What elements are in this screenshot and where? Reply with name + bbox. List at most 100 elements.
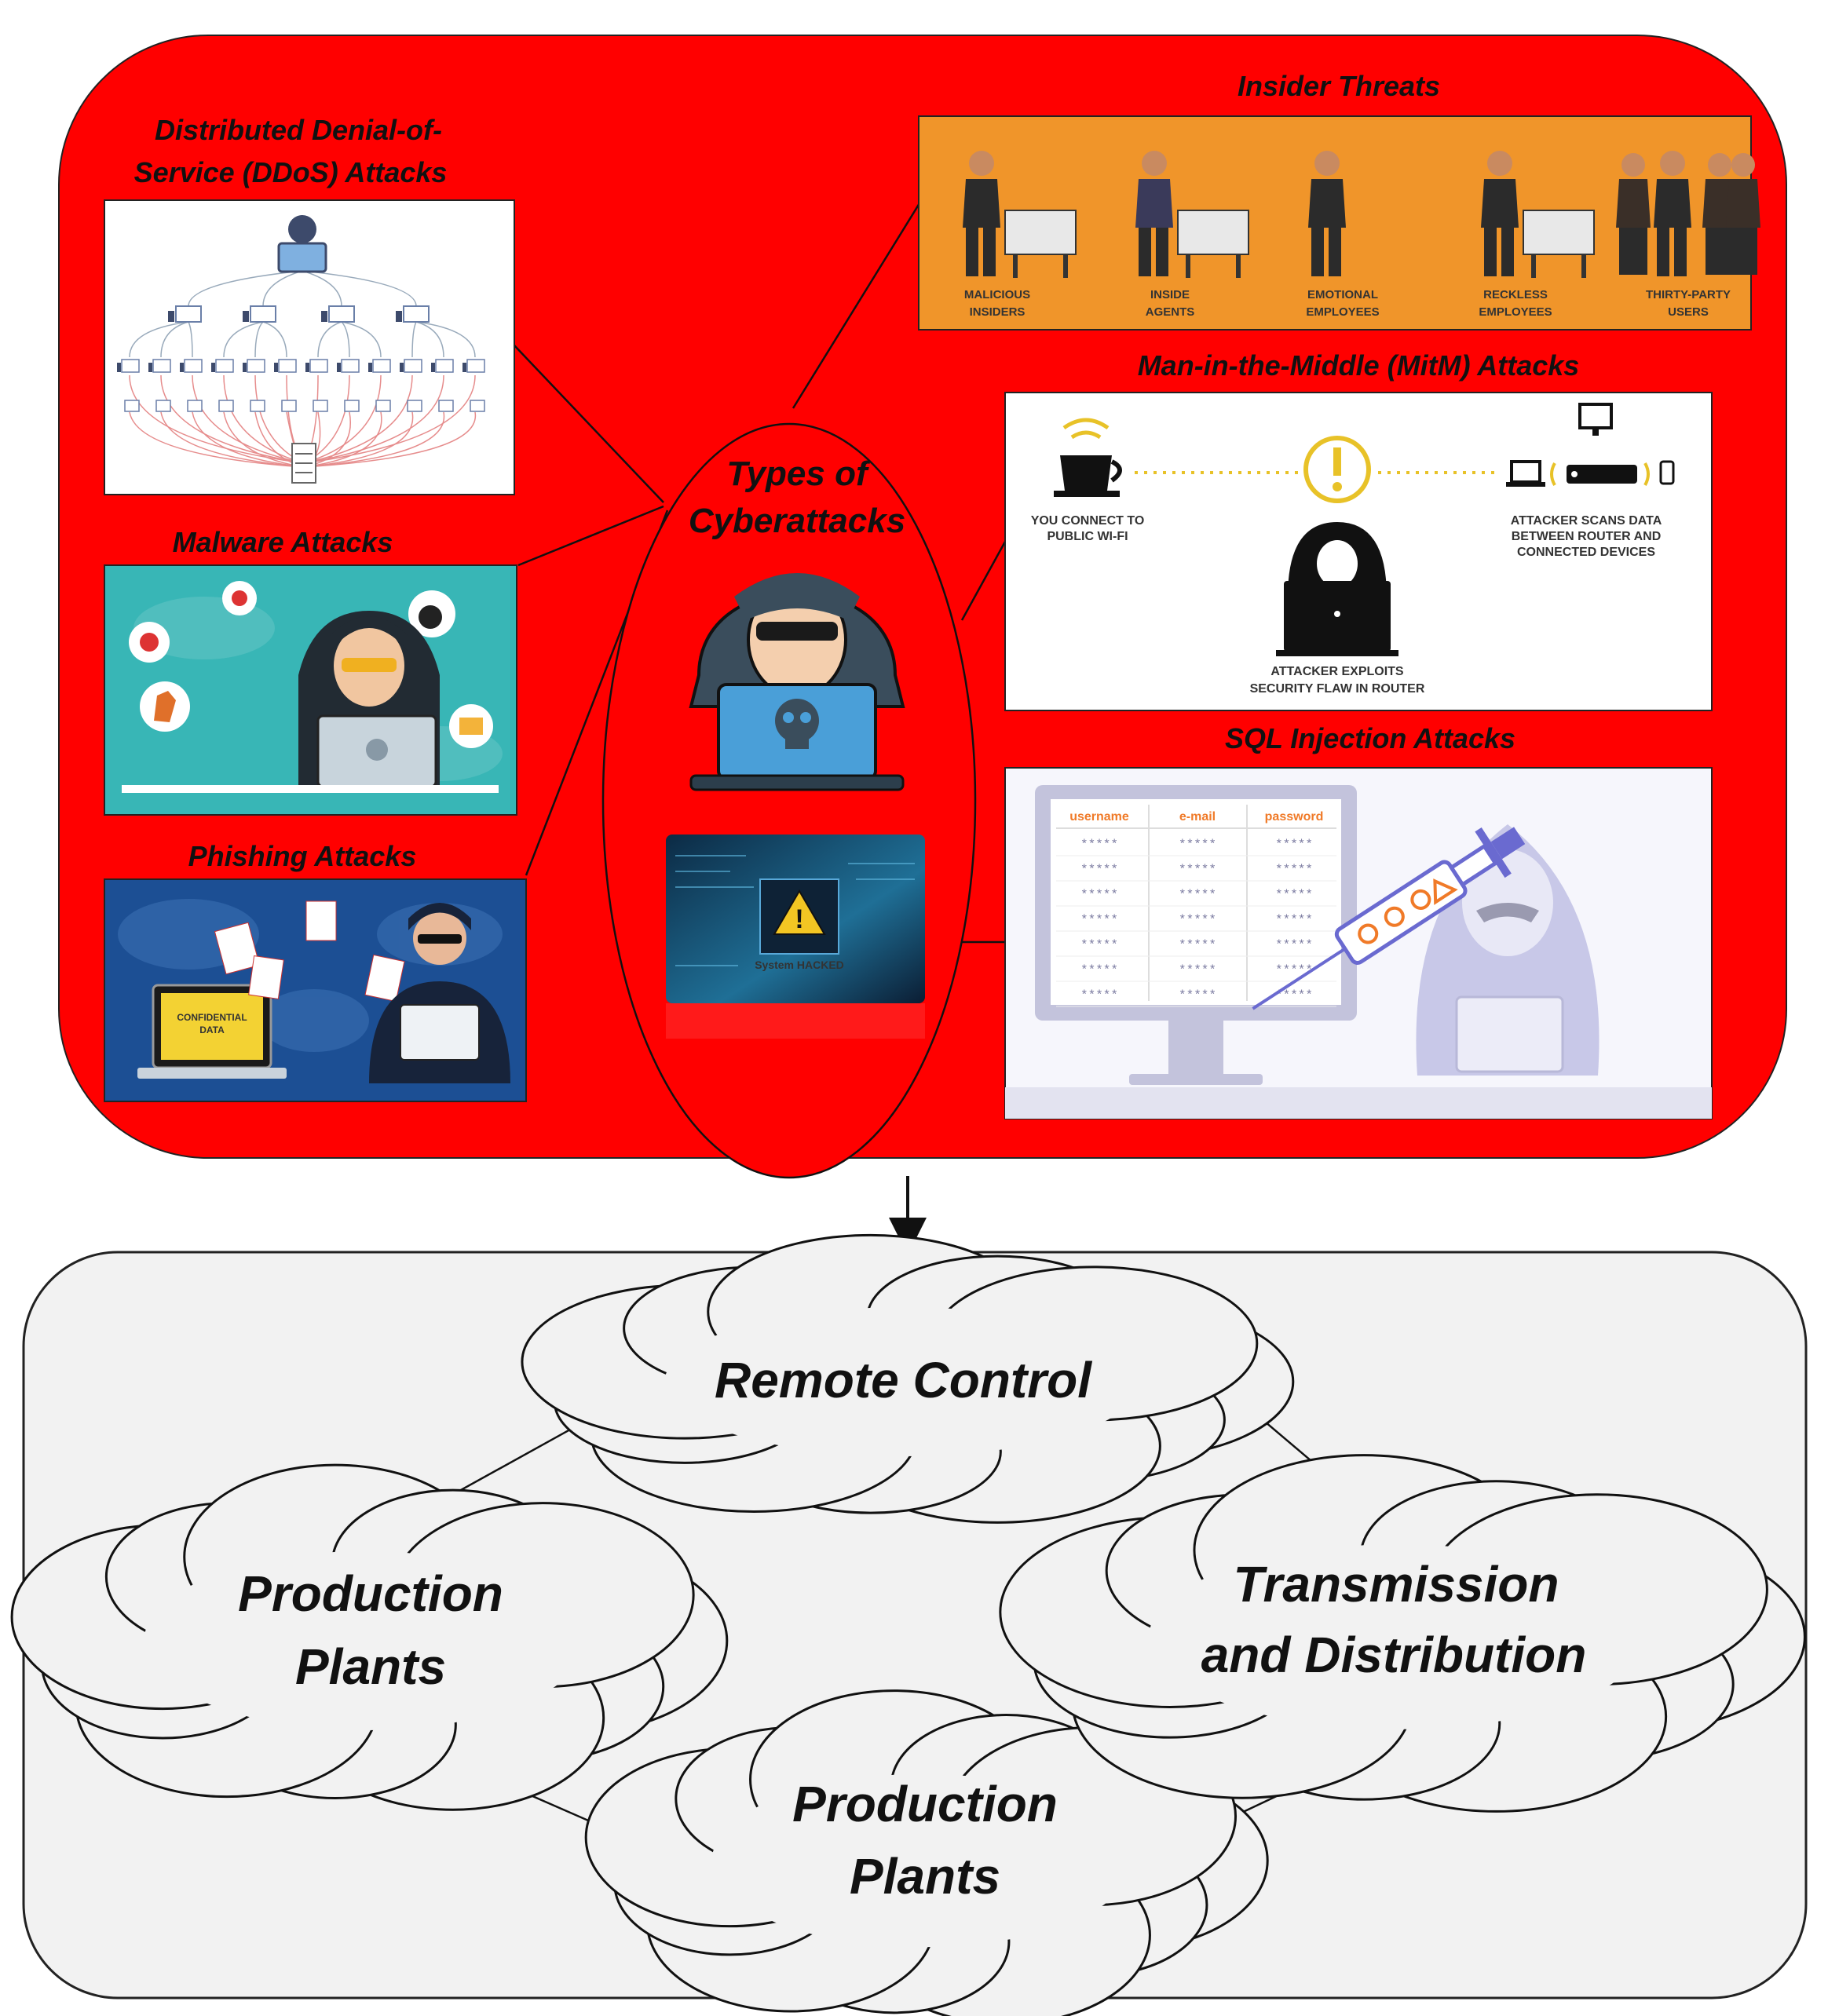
syringe-icon	[1252, 827, 1526, 1010]
coffee-cup-icon	[1054, 418, 1122, 497]
malware-title: Malware Attacks	[173, 526, 393, 558]
svg-text:!: !	[795, 904, 803, 934]
ddos-attacks: Distributed Denial-of- Service (DDoS) At…	[104, 114, 515, 495]
phishing-doc-label-1: CONFIDENTIAL	[177, 1012, 247, 1023]
sql-masked-cell: *****	[1179, 963, 1216, 977]
ddos-target-node	[218, 400, 234, 412]
mitm-left-caption-1: YOU CONNECT TO	[1031, 514, 1145, 528]
sql-masked-cell: *****	[1179, 838, 1216, 852]
malware-attacks: Malware Attacks	[104, 526, 517, 816]
sql-masked-cell: *****	[1080, 838, 1118, 852]
insider-label-3-line1: EMOTIONAL	[1307, 288, 1378, 301]
production-plants-left-line2: Plants	[295, 1638, 446, 1695]
sql-masked-cell: *****	[1080, 863, 1118, 877]
mitm-right-caption-3: CONNECTED DEVICES	[1517, 546, 1655, 559]
sql-injection-attacks: SQL Injection Attacks username e-mail pass…	[1004, 722, 1713, 1119]
insider-figures	[963, 151, 1760, 278]
ddos-target-node	[180, 359, 203, 373]
hacked-text: System HACKED	[755, 959, 844, 971]
insider-label-1-line1: MALICIOUS	[964, 288, 1030, 301]
insider-threats: Insider Threats MALICIOUSINSIDERSINSIDEA…	[918, 70, 1760, 331]
mitm-attacker-icon	[1276, 522, 1398, 656]
ddos-title-line1: Distributed Denial-of-	[155, 114, 442, 146]
mitm-bottom-caption-2: SECURITY FLAW IN ROUTER	[1250, 682, 1425, 696]
warning-icon	[1303, 436, 1371, 503]
ddos-target-node	[243, 359, 265, 373]
sql-masked-cell: *****	[1080, 963, 1118, 977]
malware-hacker-illustration	[122, 581, 503, 793]
phishing-attacks: Phishing Attacks CONFIDENTIAL DATA	[104, 840, 527, 1102]
attacker-icon	[277, 215, 327, 273]
types-of-cyberattacks-node: Types of Cyberattacks ! S	[601, 422, 977, 1179]
insider-figure-5	[1616, 151, 1760, 276]
ddos-target-node	[281, 400, 297, 412]
ddos-target-node	[407, 400, 422, 412]
production-plants-bottom-line1: Production	[792, 1776, 1058, 1832]
ddos-target-node	[344, 400, 360, 412]
sql-column-header: e-mail	[1179, 810, 1216, 824]
mitm-title: Man-in-the-Middle (MitM) Attacks	[1138, 349, 1580, 382]
ddos-target-node	[124, 400, 140, 412]
ddos-target-node	[211, 359, 234, 373]
insider-label-1-line2: INSIDERS	[970, 305, 1026, 319]
ddos-bot-node	[396, 305, 430, 323]
center-title-line1: Types of	[726, 455, 871, 493]
mitm-bottom-caption-1: ATTACKER EXPLOITS	[1270, 665, 1404, 678]
system-hacked-image: ! System HACKED	[666, 835, 925, 1039]
router-devices-icon	[1506, 403, 1675, 487]
sql-masked-cell: *****	[1080, 913, 1118, 927]
ddos-target-node	[337, 359, 360, 373]
mitm-right-caption-2: BETWEEN ROUTER AND	[1512, 530, 1662, 543]
sql-masked-cell: *****	[1080, 938, 1118, 952]
sql-monitor: username e-mail password ***** ***** ***** **…	[1035, 785, 1357, 1085]
sql-masked-cell: *****	[1275, 888, 1313, 902]
insider-label-5-line1: THIRTY-PARTY	[1646, 288, 1731, 301]
sql-masked-cell: *****	[1275, 913, 1313, 927]
sql-masked-cell: *****	[1275, 863, 1313, 877]
ddos-target-node	[187, 400, 203, 412]
ddos-target-node	[368, 359, 391, 373]
server-icon	[291, 443, 316, 484]
production-plants-bottom-cloud	[584, 1689, 1269, 2016]
ddos-target-node	[431, 359, 454, 373]
ddos-target-node	[470, 400, 485, 412]
ddos-target-node	[117, 359, 140, 373]
sql-column-header: password	[1265, 810, 1324, 824]
sql-masked-cell: *****	[1179, 988, 1216, 1003]
ddos-target-node	[305, 359, 328, 373]
grid-clouds	[10, 1233, 1806, 2016]
phishing-doc-label-2: DATA	[199, 1024, 225, 1035]
ddos-target-node	[155, 400, 171, 412]
ddos-target-node	[438, 400, 454, 412]
insider-label-2-line1: INSIDE	[1150, 288, 1190, 301]
center-title-line2: Cyberattacks	[689, 502, 905, 540]
sql-masked-cell: *****	[1179, 888, 1216, 902]
ddos-target-node	[400, 359, 422, 373]
phishing-illustration: CONFIDENTIAL DATA	[118, 899, 510, 1083]
sql-title: SQL Injection Attacks	[1225, 722, 1515, 754]
ddos-target-node	[462, 359, 485, 373]
remote-control-label: Remote Control	[715, 1352, 1092, 1408]
sql-masked-cell: *****	[1179, 938, 1216, 952]
remote-control-cloud	[521, 1233, 1295, 1524]
insider-figure-1	[963, 151, 1077, 278]
sql-masked-cell: *****	[1080, 888, 1118, 902]
insider-labels: MALICIOUSINSIDERSINSIDEAGENTSEMOTIONALEM…	[964, 288, 1731, 319]
production-plants-left-line1: Production	[238, 1565, 503, 1622]
mitm-left-caption-2: PUBLIC WI-FI	[1047, 530, 1128, 543]
transmission-distribution-line2: and Distribution	[1201, 1627, 1587, 1683]
ddos-target-node	[250, 400, 265, 412]
sql-masked-cell: *****	[1179, 913, 1216, 927]
ddos-target-node	[148, 359, 171, 373]
mitm-right-caption-1: ATTACKER SCANS DATA	[1511, 514, 1662, 528]
sql-masked-cell: *****	[1080, 988, 1118, 1003]
sql-masked-cell: *****	[1275, 838, 1313, 852]
ddos-target-node	[313, 400, 328, 412]
insider-label-4-line1: RECKLESS	[1483, 288, 1548, 301]
sql-column-header: username	[1069, 810, 1129, 824]
transmission-distribution-cloud	[999, 1454, 1806, 1813]
ddos-bot-node	[168, 305, 202, 323]
insider-label-5-line2: USERS	[1668, 305, 1709, 319]
insider-label-4-line2: EMPLOYEES	[1479, 305, 1552, 319]
phishing-title: Phishing Attacks	[188, 840, 417, 872]
